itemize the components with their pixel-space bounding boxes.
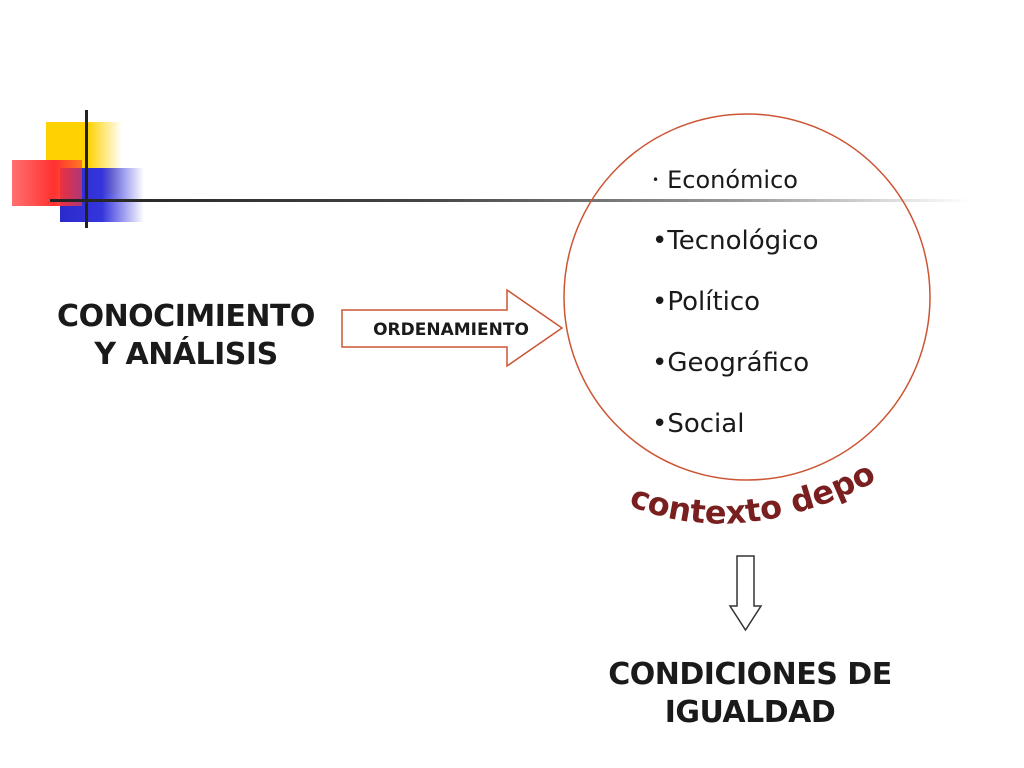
factor-item-political: •Político	[652, 282, 912, 343]
factor-item-economic: • Económico	[652, 160, 912, 221]
ordering-arrow	[341, 288, 564, 368]
factor-label: Geográfico	[667, 348, 810, 378]
knowledge-analysis-line1: CONOCIMIENTO	[57, 299, 315, 334]
factor-label: Económico	[667, 166, 798, 194]
bullet-icon: •	[652, 409, 668, 439]
decor-horizontal-line	[50, 199, 970, 202]
ordering-arrow-label: ORDENAMIENTO	[373, 320, 529, 340]
down-arrow	[728, 555, 763, 632]
bullet-icon: •	[652, 287, 668, 317]
bullet-icon: •	[652, 348, 668, 378]
factor-item-social: •Social	[652, 404, 912, 465]
bullet-icon: •	[652, 226, 668, 256]
factor-label: Político	[667, 287, 761, 317]
knowledge-analysis-title: CONOCIMIENTO Y ANÁLISIS	[30, 298, 342, 374]
bullet-icon: •	[652, 173, 660, 187]
factor-label: Social	[667, 409, 745, 439]
factor-item-technological: •Tecnológico	[652, 221, 912, 282]
equality-conditions-line1: CONDICIONES DE	[608, 657, 892, 692]
decor-vertical-line	[85, 110, 88, 228]
factor-item-geographic: •Geográfico	[652, 343, 912, 404]
equality-conditions-title: CONDICIONES DE IGUALDAD	[560, 656, 940, 732]
decor-red-square	[12, 160, 82, 206]
equality-conditions-line2: IGUALDAD	[664, 695, 836, 730]
context-factors-list: •Económico •Tecnológico •Político •Geogr…	[652, 160, 912, 465]
knowledge-analysis-line2: Y ANÁLISIS	[94, 337, 278, 372]
factor-label: Tecnológico	[667, 226, 819, 256]
context-circle	[563, 113, 931, 481]
